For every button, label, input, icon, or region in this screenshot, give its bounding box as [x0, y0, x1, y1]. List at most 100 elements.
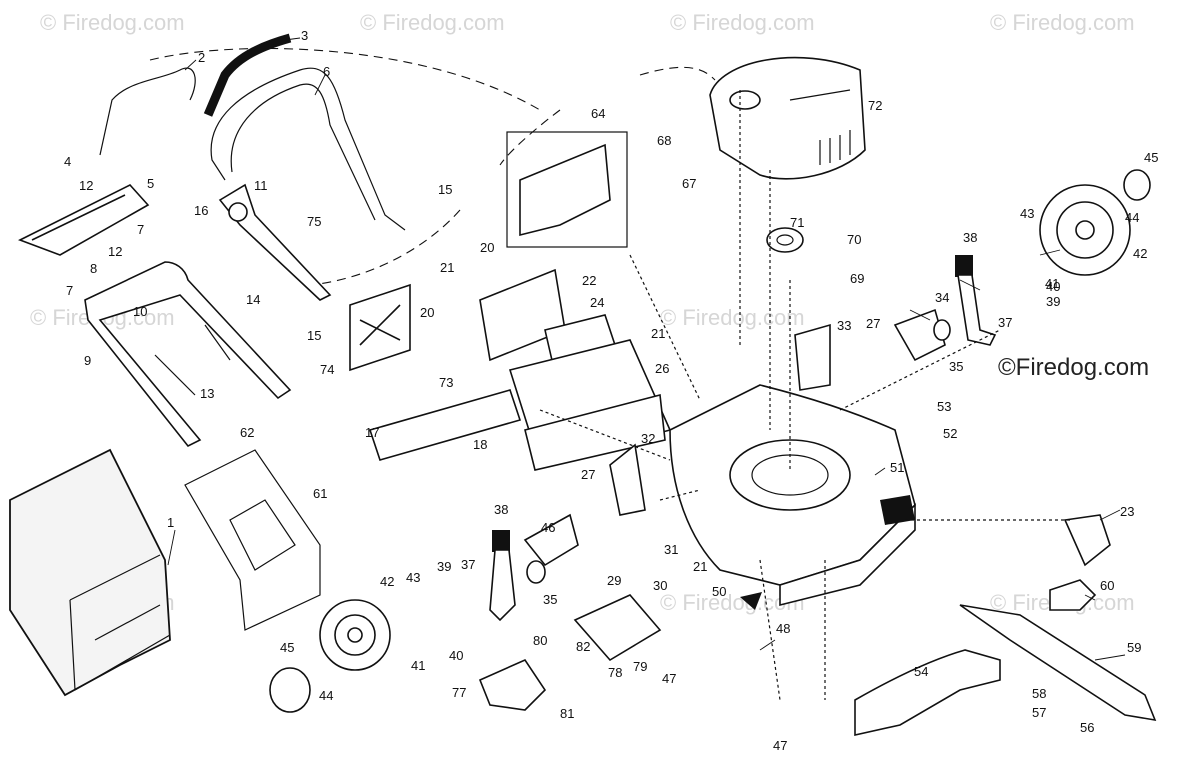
- blade-adapter: [854, 649, 1001, 736]
- callout-82: 82: [576, 639, 590, 654]
- callout-14: 14: [246, 292, 260, 307]
- callout-10: 10: [133, 304, 147, 319]
- callout-11: 11: [254, 178, 268, 193]
- front-axle-bracket: [609, 443, 646, 516]
- callout-69: 69: [850, 271, 864, 286]
- callout-48: 48: [776, 621, 790, 636]
- callout-3: 3: [301, 28, 308, 43]
- callout-12: 12: [108, 244, 122, 259]
- watermark: © Firedog.com: [990, 10, 1135, 35]
- callout-40: 40: [1046, 279, 1060, 294]
- callout-68: 68: [657, 133, 671, 148]
- lower-handle: [84, 261, 292, 448]
- callout-15: 15: [307, 328, 321, 343]
- callout-7: 7: [137, 222, 144, 237]
- callout-71: 71: [790, 215, 804, 230]
- callout-41: 41: [411, 658, 425, 673]
- deflector-detail-box: [506, 131, 628, 248]
- callout-60: 60: [1100, 578, 1114, 593]
- upper-handle: [210, 67, 406, 231]
- callout-9: 9: [84, 353, 91, 368]
- handle-clamp: [154, 324, 231, 396]
- callout-labels: 1 2 3 4 5 6 7 7 8 9 10 11 12 12 13 14 15…: [64, 28, 1158, 753]
- callout-42: 42: [380, 574, 394, 589]
- callout-31: 31: [664, 542, 678, 557]
- callout-79: 79: [633, 659, 647, 674]
- grass-bag: [9, 448, 171, 697]
- callout-26: 26: [655, 361, 669, 376]
- callout-5: 5: [147, 176, 154, 191]
- callout-54: 54: [914, 664, 928, 679]
- blade-drive-adapter: [1063, 514, 1111, 567]
- callout-51: 51: [890, 460, 904, 475]
- callout-72: 72: [868, 98, 882, 113]
- rear-deflector: [519, 143, 611, 237]
- callout-41: 41: [1045, 276, 1059, 291]
- leader-lines: [167, 37, 1126, 661]
- air-filter: [478, 658, 547, 711]
- callout-43: 43: [1020, 206, 1034, 221]
- callout-80: 80: [533, 633, 547, 648]
- callout-30: 30: [653, 578, 667, 593]
- bag-frame: [184, 449, 321, 631]
- callout-62: 62: [240, 425, 254, 440]
- callout-16: 16: [194, 203, 208, 218]
- callout-53: 53: [937, 399, 951, 414]
- callout-21: 21: [651, 326, 665, 341]
- callout-46: 46: [541, 520, 555, 535]
- deck-discharge-chute: [880, 495, 915, 525]
- callout-8: 8: [90, 261, 97, 276]
- pulley-hub: [776, 234, 794, 246]
- grass-catcher-top: [18, 184, 150, 256]
- callout-81: 81: [560, 706, 574, 721]
- height-lever-knob-front: [492, 530, 510, 552]
- callout-6: 6: [323, 64, 330, 79]
- watermark-brand: ©Firedog.com: [998, 354, 1149, 381]
- callout-37: 37: [998, 315, 1012, 330]
- blade-key: [1049, 579, 1097, 611]
- callout-23: 23: [1120, 504, 1134, 519]
- rear-door-bracket: [368, 389, 522, 461]
- callout-27: 27: [581, 467, 595, 482]
- watermark: © Firedog.com: [360, 10, 505, 35]
- front-wheel-hub: [347, 627, 363, 643]
- callout-47: 47: [662, 671, 676, 686]
- callout-43: 43: [406, 570, 420, 585]
- watermark: © Firedog.com: [660, 305, 805, 330]
- callout-27: 27: [866, 316, 880, 331]
- callout-45: 45: [1144, 150, 1158, 165]
- grass-bag-frame: [69, 554, 171, 691]
- height-lever-knob-rear: [955, 255, 973, 277]
- callout-15: 15: [438, 182, 452, 197]
- watermark: © Firedog.com: [670, 10, 815, 35]
- callout-44: 44: [1125, 210, 1139, 225]
- sector-plate-rear: [893, 308, 946, 362]
- callout-20: 20: [420, 305, 434, 320]
- callout-29: 29: [607, 573, 621, 588]
- handle-bracket: [218, 183, 332, 301]
- callout-13: 13: [200, 386, 214, 401]
- pulley: [766, 227, 804, 253]
- callout-22: 22: [582, 273, 596, 288]
- callout-20: 20: [480, 240, 494, 255]
- callout-42: 42: [1133, 246, 1147, 261]
- spacer-front: [526, 560, 546, 584]
- callout-12: 12: [79, 178, 93, 193]
- throttle-cable: [149, 47, 716, 286]
- callout-58: 58: [1032, 686, 1046, 701]
- height-lever-front: [489, 549, 516, 622]
- deck-front-skirt: [779, 503, 916, 607]
- mulch-plug: [740, 592, 762, 610]
- deck-opening: [729, 439, 851, 511]
- front-hubcap: [269, 667, 311, 713]
- rear-wheel-hub: [1075, 220, 1095, 240]
- control-bar: [99, 67, 196, 156]
- callout-61: 61: [313, 486, 327, 501]
- callout-37: 37: [461, 557, 475, 572]
- callout-32: 32: [641, 431, 655, 446]
- watermark: © Firedog.com: [40, 10, 185, 35]
- callout-50: 50: [712, 584, 726, 599]
- callout-34: 34: [935, 290, 949, 305]
- callout-40: 40: [449, 648, 463, 663]
- callout-39: 39: [437, 559, 451, 574]
